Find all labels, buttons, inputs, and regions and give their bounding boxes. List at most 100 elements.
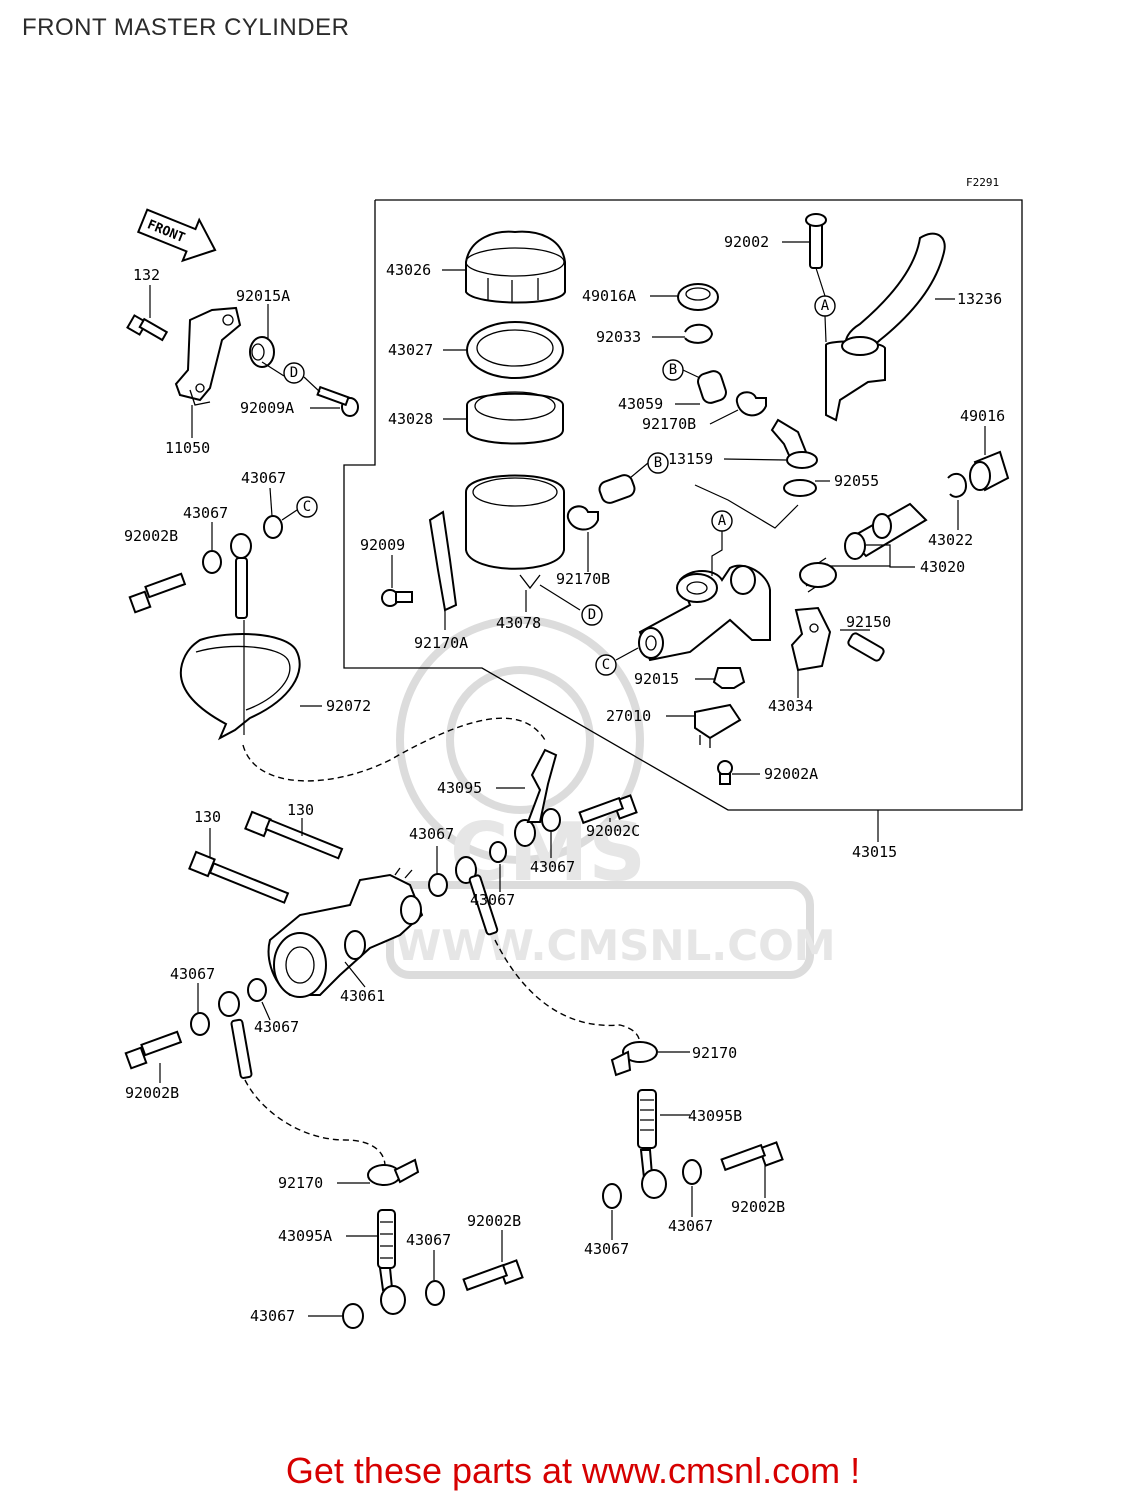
screw-92009a-icon (316, 385, 359, 417)
label-43022: 43022 (928, 531, 973, 549)
svg-text:C: C (602, 657, 610, 673)
label-43059: 43059 (618, 395, 663, 413)
footer-cta-link[interactable]: Get these parts at www.cmsnl.com ! (285, 1450, 861, 1491)
label-92002a: 92002A (764, 765, 818, 783)
callout-d-reservoir: D (581, 604, 603, 626)
svg-text:B: B (669, 362, 677, 378)
banjo-fitting-icon (230, 533, 252, 619)
circlip-92033-icon (684, 323, 714, 344)
cmsnl-watermark: CMS WWW.CMSNL.COM (386, 616, 836, 979)
circlip-43022-icon (947, 472, 968, 498)
label-13236: 13236 (957, 290, 1002, 308)
watermark-url: WWW.CMSNL.COM (395, 921, 836, 970)
label-43026: 43026 (386, 261, 431, 279)
grommet-49016a-icon (677, 283, 719, 311)
label-43067-f: 43067 (170, 965, 215, 983)
label-43067-b: 43067 (183, 504, 228, 522)
label-132: 132 (133, 266, 160, 284)
pivot-bolt-92002-icon (805, 213, 827, 269)
label-92002: 92002 (724, 233, 769, 251)
screw-92009-icon (381, 589, 413, 607)
callout-c-body: C (595, 654, 617, 676)
bolt-132-icon (126, 314, 169, 342)
label-92002c: 92002C (586, 822, 640, 840)
label-92150: 92150 (846, 613, 891, 631)
bolt-130-upper-icon (244, 810, 344, 860)
label-43067-j: 43067 (406, 1231, 451, 1249)
label-92033: 92033 (596, 328, 641, 346)
spring-icon (799, 557, 837, 593)
label-43020: 43020 (920, 558, 965, 576)
label-92170-a: 92170 (692, 1044, 737, 1062)
label-43095: 43095 (437, 779, 482, 797)
label-92170b-lower: 92170B (556, 570, 610, 588)
reservoir-body-icon (465, 474, 565, 590)
brake-hose-left (244, 1079, 386, 1166)
label-43027: 43027 (388, 341, 433, 359)
callout-b-upper: B (662, 359, 684, 381)
bolt-92002b-icon (128, 572, 187, 614)
reservoir-bracket-icon (428, 510, 458, 612)
clamp-92170-icon (610, 1041, 658, 1077)
diaphragm-icon (466, 391, 564, 445)
svg-text:A: A (718, 513, 727, 529)
label-43028: 43028 (388, 410, 433, 428)
bolt-92150-icon (847, 632, 885, 662)
callout-a-lever: A (814, 295, 836, 317)
label-92002b-c: 92002B (731, 1198, 785, 1216)
brake-lever-icon (825, 232, 946, 422)
part-labels: 43026 43027 43028 49016A 92033 43059 921… (124, 233, 1005, 1325)
label-43095a: 43095A (278, 1227, 332, 1245)
callout-b-lower: B (647, 452, 669, 474)
washer-icon (190, 808, 561, 1036)
label-43067-a: 43067 (241, 469, 286, 487)
label-43078: 43078 (496, 614, 541, 632)
label-43034: 43034 (768, 697, 813, 715)
nut-92015-icon (712, 667, 746, 689)
hose-43059-icon (598, 370, 727, 504)
oring-92055-icon (783, 479, 817, 497)
callout-a-body: A (711, 510, 733, 532)
label-92072: 92072 (326, 697, 371, 715)
collar-92015a-icon (249, 336, 275, 368)
bolt-92002b-icon (124, 1030, 183, 1070)
label-43067-i: 43067 (668, 1217, 713, 1235)
label-49016a: 49016A (582, 287, 636, 305)
bolt-92002b-icon (720, 1141, 784, 1172)
svg-text:C: C (303, 499, 311, 515)
assembly-boundary (343, 199, 1023, 811)
master-cylinder-body-icon (638, 564, 771, 662)
clamp-92170-icon (367, 1158, 420, 1186)
label-49016: 49016 (960, 407, 1005, 425)
joint-43061-icon (267, 867, 424, 998)
hose-end-43095b-icon (637, 1089, 667, 1199)
figure-code: F2291 (966, 176, 999, 189)
reservoir-cap-icon (465, 230, 566, 304)
fitting-13159-icon (770, 418, 818, 469)
label-11050: 11050 (165, 439, 210, 457)
label-43067-d: 43067 (530, 858, 575, 876)
washer-icon (202, 515, 283, 574)
label-92002b-d: 92002B (467, 1212, 521, 1230)
callout-links (261, 267, 827, 661)
label-92002b-b: 92002B (125, 1084, 179, 1102)
cable-tie-92072-icon (179, 620, 301, 741)
screw-92002a-icon (717, 760, 733, 785)
bracket-11050-icon (174, 306, 242, 406)
label-13159: 13159 (668, 450, 713, 468)
hose-end-43095a-icon (377, 1209, 406, 1315)
label-43067-k: 43067 (250, 1307, 295, 1325)
label-43067-c: 43067 (409, 825, 454, 843)
clamp-92170b-icon (566, 391, 767, 531)
label-43067-g: 43067 (254, 1018, 299, 1036)
label-92009a: 92009A (240, 399, 294, 417)
piston-43020-icon (844, 502, 928, 560)
washer-icon (602, 1159, 702, 1209)
label-92015a: 92015A (236, 287, 290, 305)
page-title: FRONT MASTER CYLINDER (22, 14, 350, 41)
dust-boot-49016-icon (969, 450, 1010, 492)
front-arrow-icon: FRONT (136, 208, 217, 263)
label-43015: 43015 (852, 843, 897, 861)
label-130-b: 130 (287, 801, 314, 819)
svg-text:A: A (821, 298, 830, 314)
